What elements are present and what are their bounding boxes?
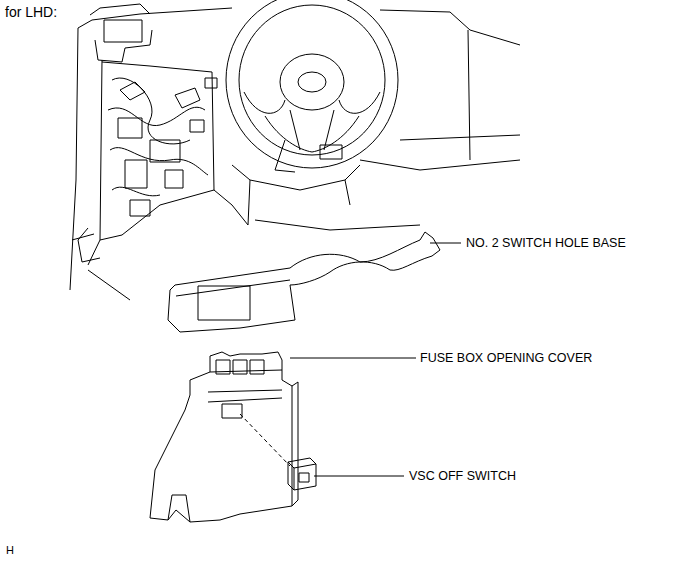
part-name: FUSE BOX OPENING COVER (420, 351, 592, 365)
figure-code: H (6, 543, 14, 557)
part-name: NO. 2 SWITCH HOLE BASE (466, 236, 626, 250)
view-note: for LHD: (5, 5, 57, 19)
part-name: VSC OFF SWITCH (409, 469, 516, 483)
